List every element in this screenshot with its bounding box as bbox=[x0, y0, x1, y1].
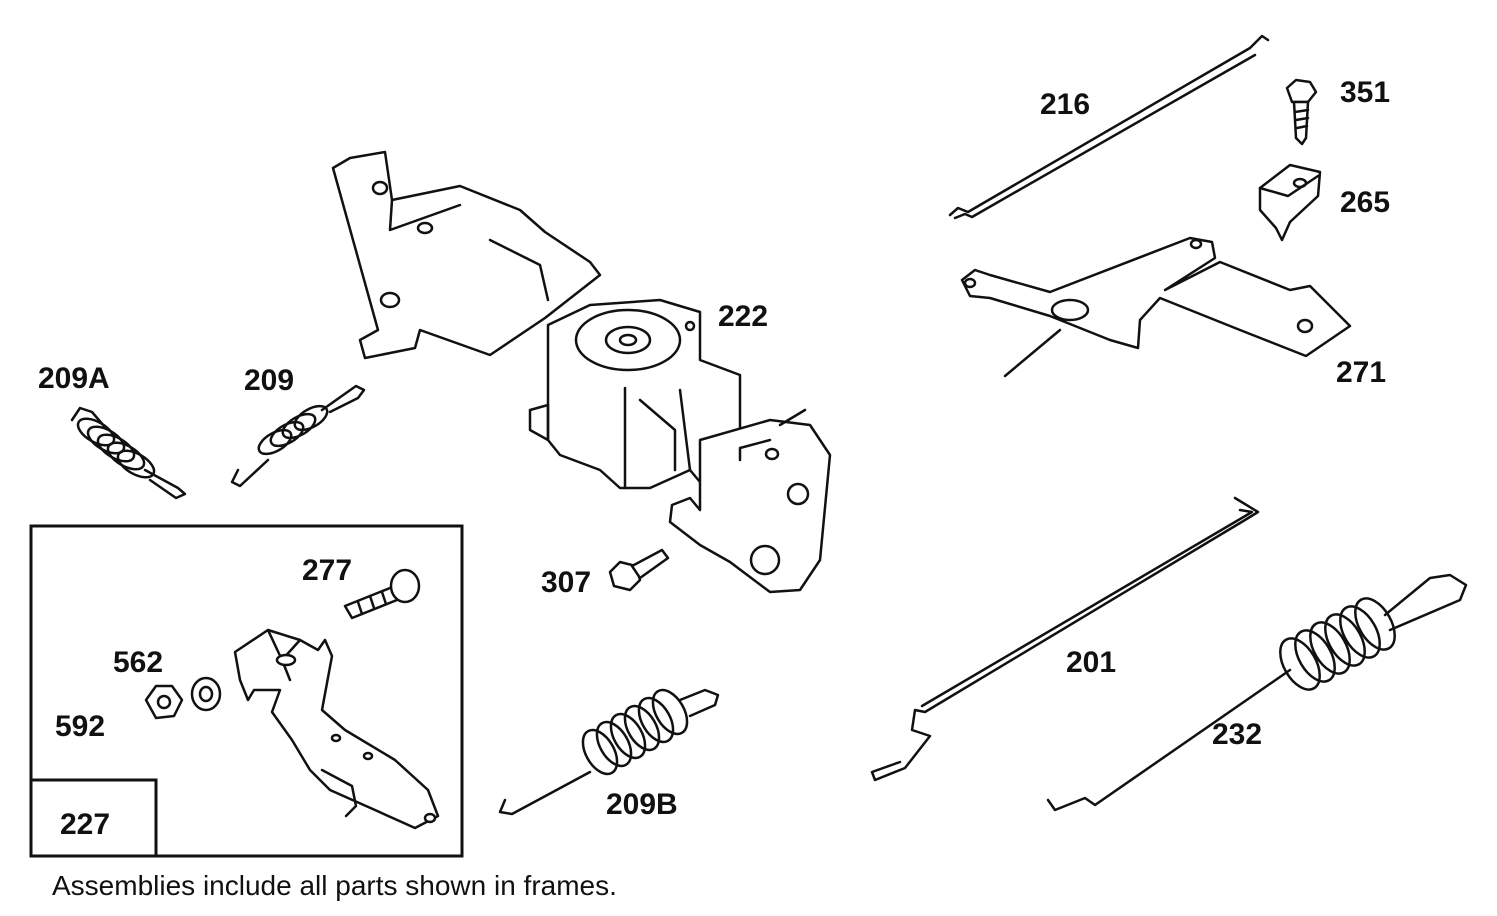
part-227-lever bbox=[233, 628, 440, 830]
label-209: 209 bbox=[244, 364, 295, 397]
part-209B-spring bbox=[498, 688, 720, 816]
part-216-rod bbox=[948, 34, 1270, 220]
label-271: 271 bbox=[1336, 356, 1387, 389]
assembly-227-frame bbox=[29, 524, 464, 858]
label-201: 201 bbox=[1066, 646, 1117, 679]
label-277: 277 bbox=[302, 554, 353, 587]
part-201-rod bbox=[870, 496, 1260, 782]
part-209A-spring bbox=[70, 406, 187, 500]
part-351-screw bbox=[1285, 78, 1318, 146]
label-307: 307 bbox=[541, 566, 592, 599]
part-232-spring bbox=[1046, 573, 1468, 812]
label-209A: 209A bbox=[38, 362, 110, 395]
label-216: 216 bbox=[1040, 88, 1091, 121]
label-232: 232 bbox=[1212, 718, 1263, 751]
part-277-bolt bbox=[343, 568, 421, 620]
part-562-washer bbox=[190, 676, 222, 712]
part-592-nut bbox=[144, 684, 184, 720]
assemblies-note: Assemblies include all parts shown in fr… bbox=[52, 870, 617, 901]
label-562: 562 bbox=[113, 646, 164, 679]
part-307-bolt bbox=[608, 548, 670, 592]
label-209B: 209B bbox=[606, 788, 678, 821]
part-265-clip bbox=[1258, 163, 1322, 242]
label-351: 351 bbox=[1340, 76, 1391, 109]
label-227: 227 bbox=[60, 808, 111, 841]
part-222-governor-bracket bbox=[331, 150, 832, 594]
label-265: 265 bbox=[1340, 186, 1391, 219]
label-592: 592 bbox=[55, 710, 106, 743]
part-271-bracket bbox=[960, 236, 1352, 378]
label-222: 222 bbox=[718, 300, 769, 333]
part-209-spring bbox=[230, 384, 366, 488]
